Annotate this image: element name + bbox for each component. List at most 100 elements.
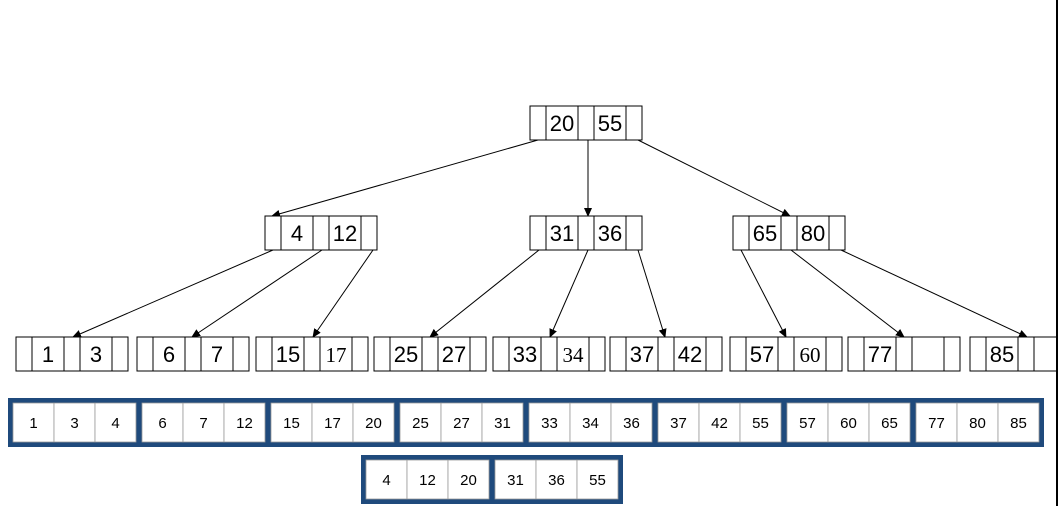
node-key: 7	[211, 342, 223, 367]
tree-edge-arrow	[637, 139, 791, 217]
storage-cell-value: 7	[199, 415, 207, 432]
storage-cell-value: 20	[365, 415, 382, 432]
storage-cell-value: 12	[419, 472, 436, 489]
leaf-node: 33 34	[492, 336, 606, 372]
node-key: 6	[163, 342, 175, 367]
storage-cell	[698, 402, 741, 443]
node-outline	[969, 336, 1058, 372]
storage-cell	[12, 402, 55, 443]
node-key: 34	[563, 343, 585, 367]
storage-cell-value: 1	[29, 415, 37, 432]
storage-cell-value: 3	[70, 415, 78, 432]
storage-block: 1 3 4	[12, 402, 137, 443]
storage-cell	[311, 402, 354, 443]
tree-edge-arrow	[312, 249, 374, 338]
tree-edge-arrow	[740, 249, 787, 338]
node-outline	[492, 336, 606, 372]
node-key: 57	[750, 342, 774, 367]
node-key: 25	[394, 342, 418, 367]
storage-cell	[535, 459, 578, 500]
storage-cell-value: 33	[541, 415, 558, 432]
node-key: 12	[333, 221, 357, 246]
node-outline	[15, 336, 129, 372]
page-edge	[1056, 0, 1058, 506]
node-key: 3	[90, 342, 102, 367]
node-key: 27	[442, 342, 466, 367]
storage-cell	[528, 402, 571, 443]
tree-edge-arrow	[72, 249, 274, 338]
storage-cell	[739, 402, 782, 443]
node-key: 65	[753, 221, 777, 246]
storage-cell	[399, 402, 442, 443]
storage-cell	[610, 402, 653, 443]
leaf-node: 25 27	[373, 336, 487, 372]
node-key: 55	[598, 111, 622, 136]
node-outline	[136, 336, 250, 372]
storage-cell-value: 20	[460, 472, 477, 489]
node-key: 33	[513, 342, 537, 367]
storage-cell-value: 17	[324, 415, 341, 432]
node-outline	[732, 215, 846, 251]
storage-cell	[481, 402, 524, 443]
storage-cell	[365, 459, 408, 500]
internal-node: 4 12	[264, 215, 378, 251]
node-key: 42	[678, 342, 702, 367]
storage-cell	[447, 459, 490, 500]
storage-cell-value: 37	[670, 415, 687, 432]
leaf-node: 57 60	[729, 336, 843, 372]
leaf-node: 37 42	[609, 336, 723, 372]
storage-cell-value: 85	[1010, 415, 1027, 432]
storage-cell-value: 55	[752, 415, 769, 432]
storage-cell	[53, 402, 96, 443]
storage-cell	[440, 402, 483, 443]
storage-cell-value: 25	[412, 415, 429, 432]
storage-cell	[94, 402, 137, 443]
node-key: 85	[990, 342, 1014, 367]
storage-cell	[997, 402, 1040, 443]
storage-cell	[569, 402, 612, 443]
storage-cell-value: 42	[711, 415, 728, 432]
tree-edge-arrow	[840, 249, 1028, 338]
storage-cell-value: 4	[111, 415, 119, 432]
node-outline	[373, 336, 487, 372]
storage-cell-value: 80	[969, 415, 986, 432]
storage-cell	[827, 402, 870, 443]
storage-cell-value: 12	[236, 415, 253, 432]
storage-block: 37 42 55	[657, 402, 782, 443]
storage-cell-value: 4	[382, 472, 390, 489]
storage-cell	[223, 402, 266, 443]
node-key: 60	[800, 343, 821, 367]
storage-cell	[182, 402, 225, 443]
storage-cell	[956, 402, 999, 443]
leaf-node: 77	[847, 336, 961, 372]
node-key: 37	[630, 342, 654, 367]
node-outline	[255, 336, 369, 372]
storage-cell-value: 31	[507, 472, 524, 489]
node-key: 31	[550, 221, 574, 246]
storage-cell-value: 60	[840, 415, 857, 432]
storage-cell-value: 55	[589, 472, 606, 489]
node-outline	[729, 336, 843, 372]
node-key: 4	[291, 221, 303, 246]
node-key: 17	[326, 343, 347, 367]
tree-edge-arrow	[429, 249, 540, 338]
storage-block: 4 12 20	[365, 459, 490, 500]
tree-edge-arrow	[637, 249, 667, 338]
storage-cell-value: 77	[928, 415, 945, 432]
storage-cell	[352, 402, 395, 443]
storage-cell	[786, 402, 829, 443]
tree-edge-arrow	[549, 249, 589, 338]
